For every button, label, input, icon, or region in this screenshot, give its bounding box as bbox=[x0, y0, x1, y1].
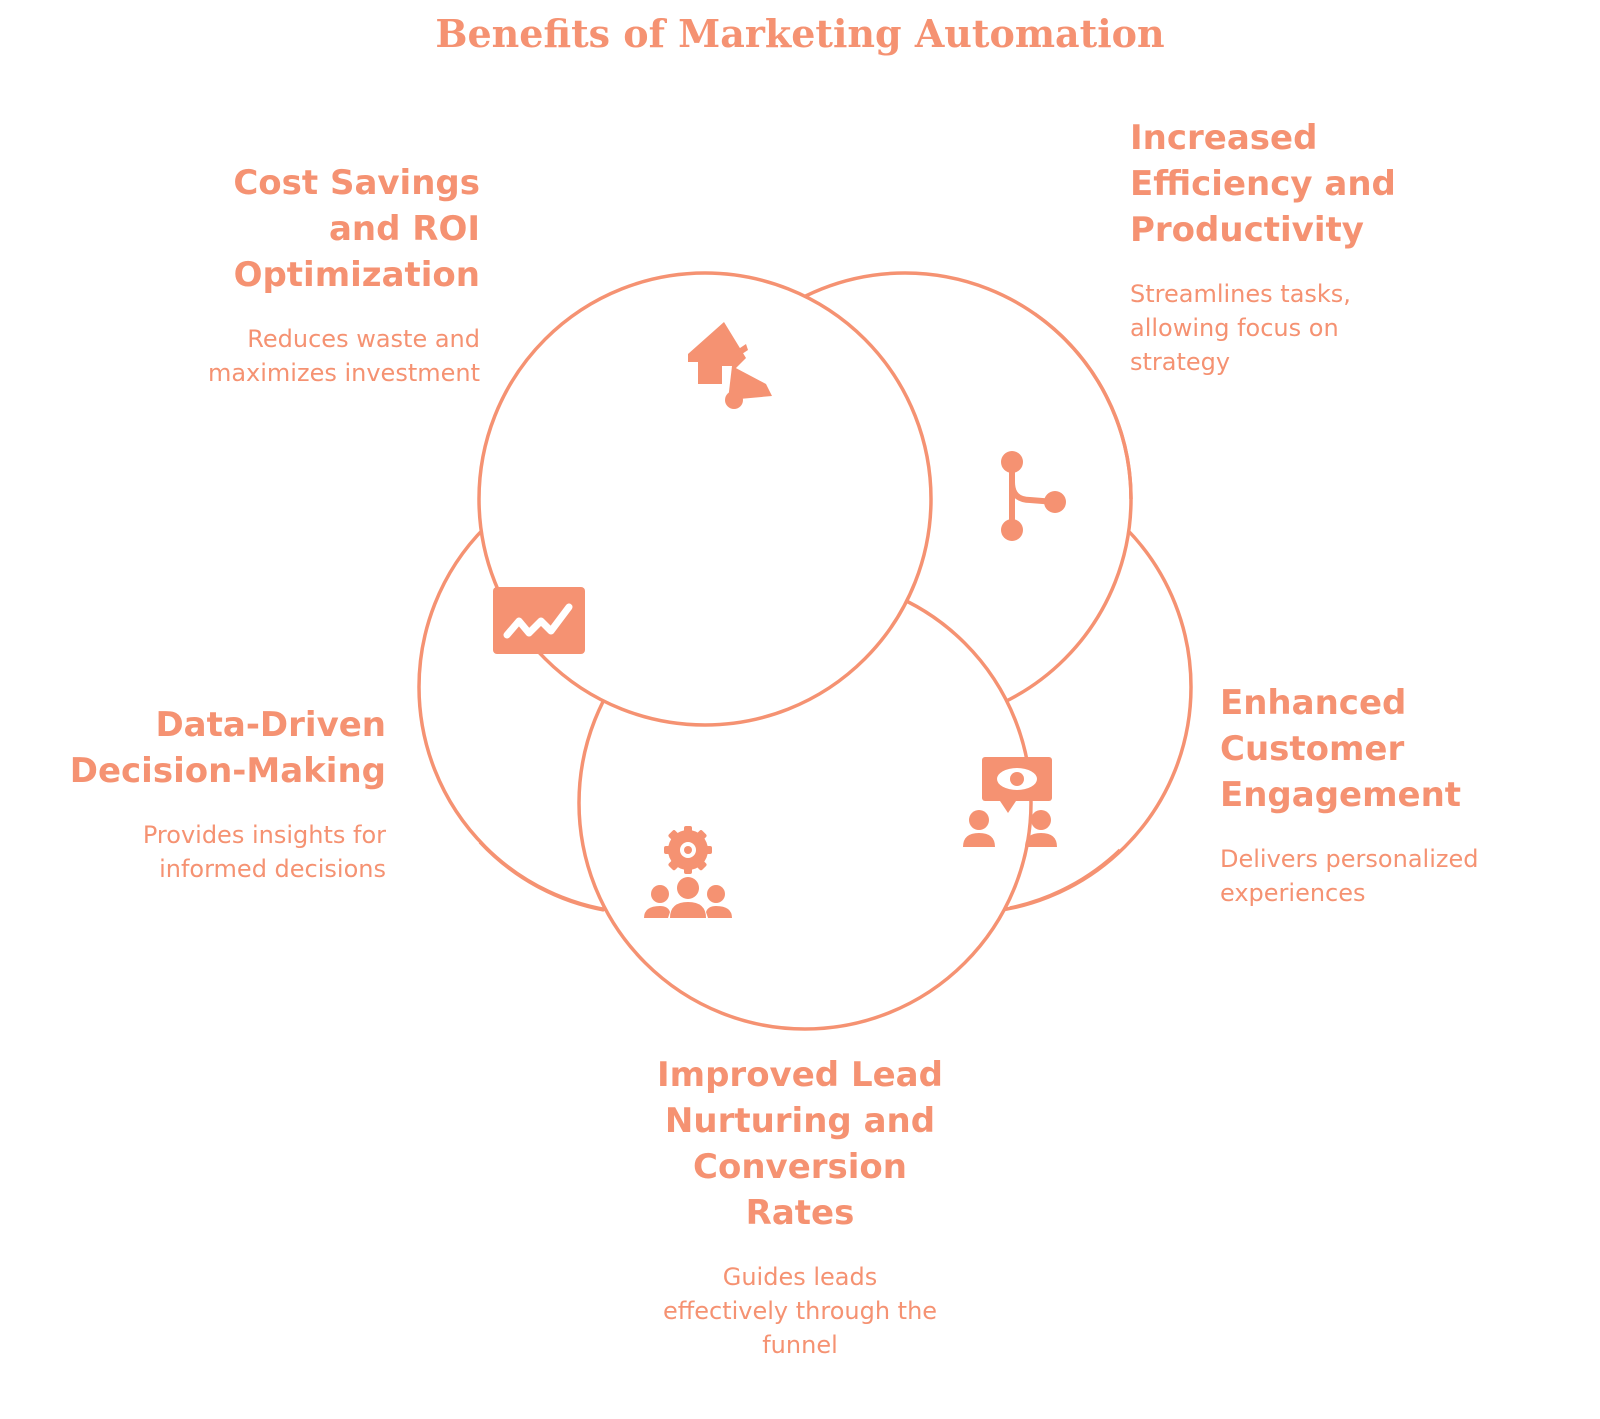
gear-group-icon bbox=[644, 826, 732, 918]
diagram-title: Benefits of Marketing Automation bbox=[435, 11, 1165, 56]
benefit-heading: Improved Lead Nurturing and Conversion R… bbox=[657, 1055, 943, 1233]
benefit-description: Guides leads effectively through the fun… bbox=[662, 1263, 938, 1359]
trend-chart-icon bbox=[493, 587, 585, 654]
benefit-heading: Cost Savings and ROI Optimization bbox=[233, 163, 480, 295]
ring-cost bbox=[477, 271, 933, 727]
house-megaphone-icon bbox=[688, 322, 772, 409]
eye-chat-people-icon bbox=[963, 757, 1057, 847]
benefit-efficiency: Increased Efficiency and Productivity St… bbox=[1130, 115, 1550, 379]
branch-icon bbox=[1001, 451, 1066, 541]
benefit-description: Delivers personalized experiences bbox=[1220, 845, 1479, 907]
benefit-heading: Data-Driven Decision-Making bbox=[69, 705, 386, 791]
benefit-description: Provides insights for informed decisions bbox=[142, 821, 386, 883]
benefit-description: Streamlines tasks, allowing focus on str… bbox=[1130, 280, 1351, 376]
benefit-cost-savings: Cost Savings and ROI Optimization Reduce… bbox=[60, 160, 480, 390]
benefit-data-driven: Data-Driven Decision-Making Provides ins… bbox=[40, 702, 386, 886]
benefit-lead-nurturing: Improved Lead Nurturing and Conversion R… bbox=[590, 1052, 1010, 1362]
benefit-heading: Enhanced Customer Engagement bbox=[1220, 683, 1462, 815]
benefit-heading: Increased Efficiency and Productivity bbox=[1130, 118, 1396, 250]
benefit-description: Reduces waste and maximizes investment bbox=[207, 325, 480, 387]
benefit-engagement: Enhanced Customer Engagement Delivers pe… bbox=[1220, 680, 1580, 910]
